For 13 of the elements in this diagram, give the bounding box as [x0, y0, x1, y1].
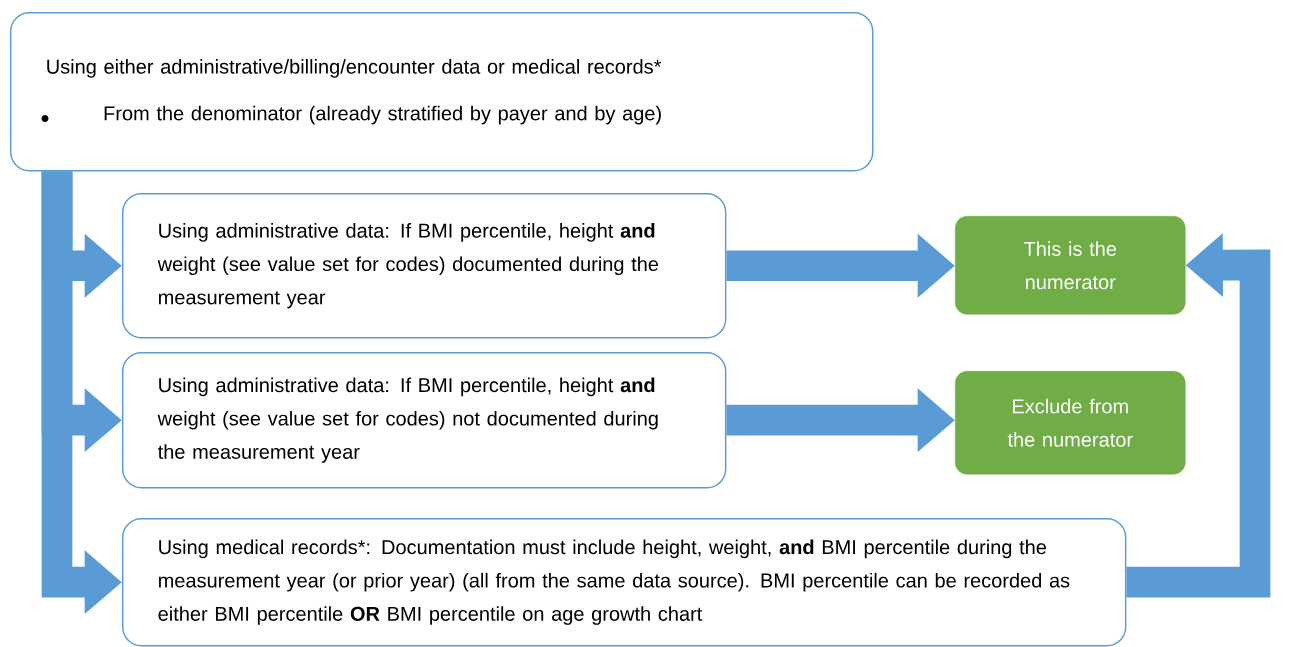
result-box	[955, 371, 1186, 475]
box-text: Exclude from the numerator	[1007, 398, 1133, 447]
process-box	[10, 12, 874, 172]
process-box	[122, 193, 727, 339]
box-text: From the denominator (already stratified by payer and by age)	[104, 105, 661, 125]
result-box	[955, 216, 1186, 315]
box-text: Using either administrative/billing/encounter data or medical records*	[47, 59, 662, 78]
box-text: This is the numerator	[1024, 241, 1117, 290]
box-text: Using administrative data: If BMI percentile, height and weight (see value set for codes) documented during the measurement year	[157, 223, 659, 309]
box-text: Using medical records*: Documentation must include height, weight, and BMI percentile during the measurement year (or prior year) (all from the same data source). BMI percentile can be recorded as either BMI percentile OR BMI percentile on age growth chart	[158, 539, 1070, 625]
box-text: Using administrative data: If BMI percentile, height and weight (see value set for codes) not documented during the measurement year	[157, 377, 658, 463]
process-box	[122, 352, 727, 489]
process-box	[122, 518, 1127, 647]
